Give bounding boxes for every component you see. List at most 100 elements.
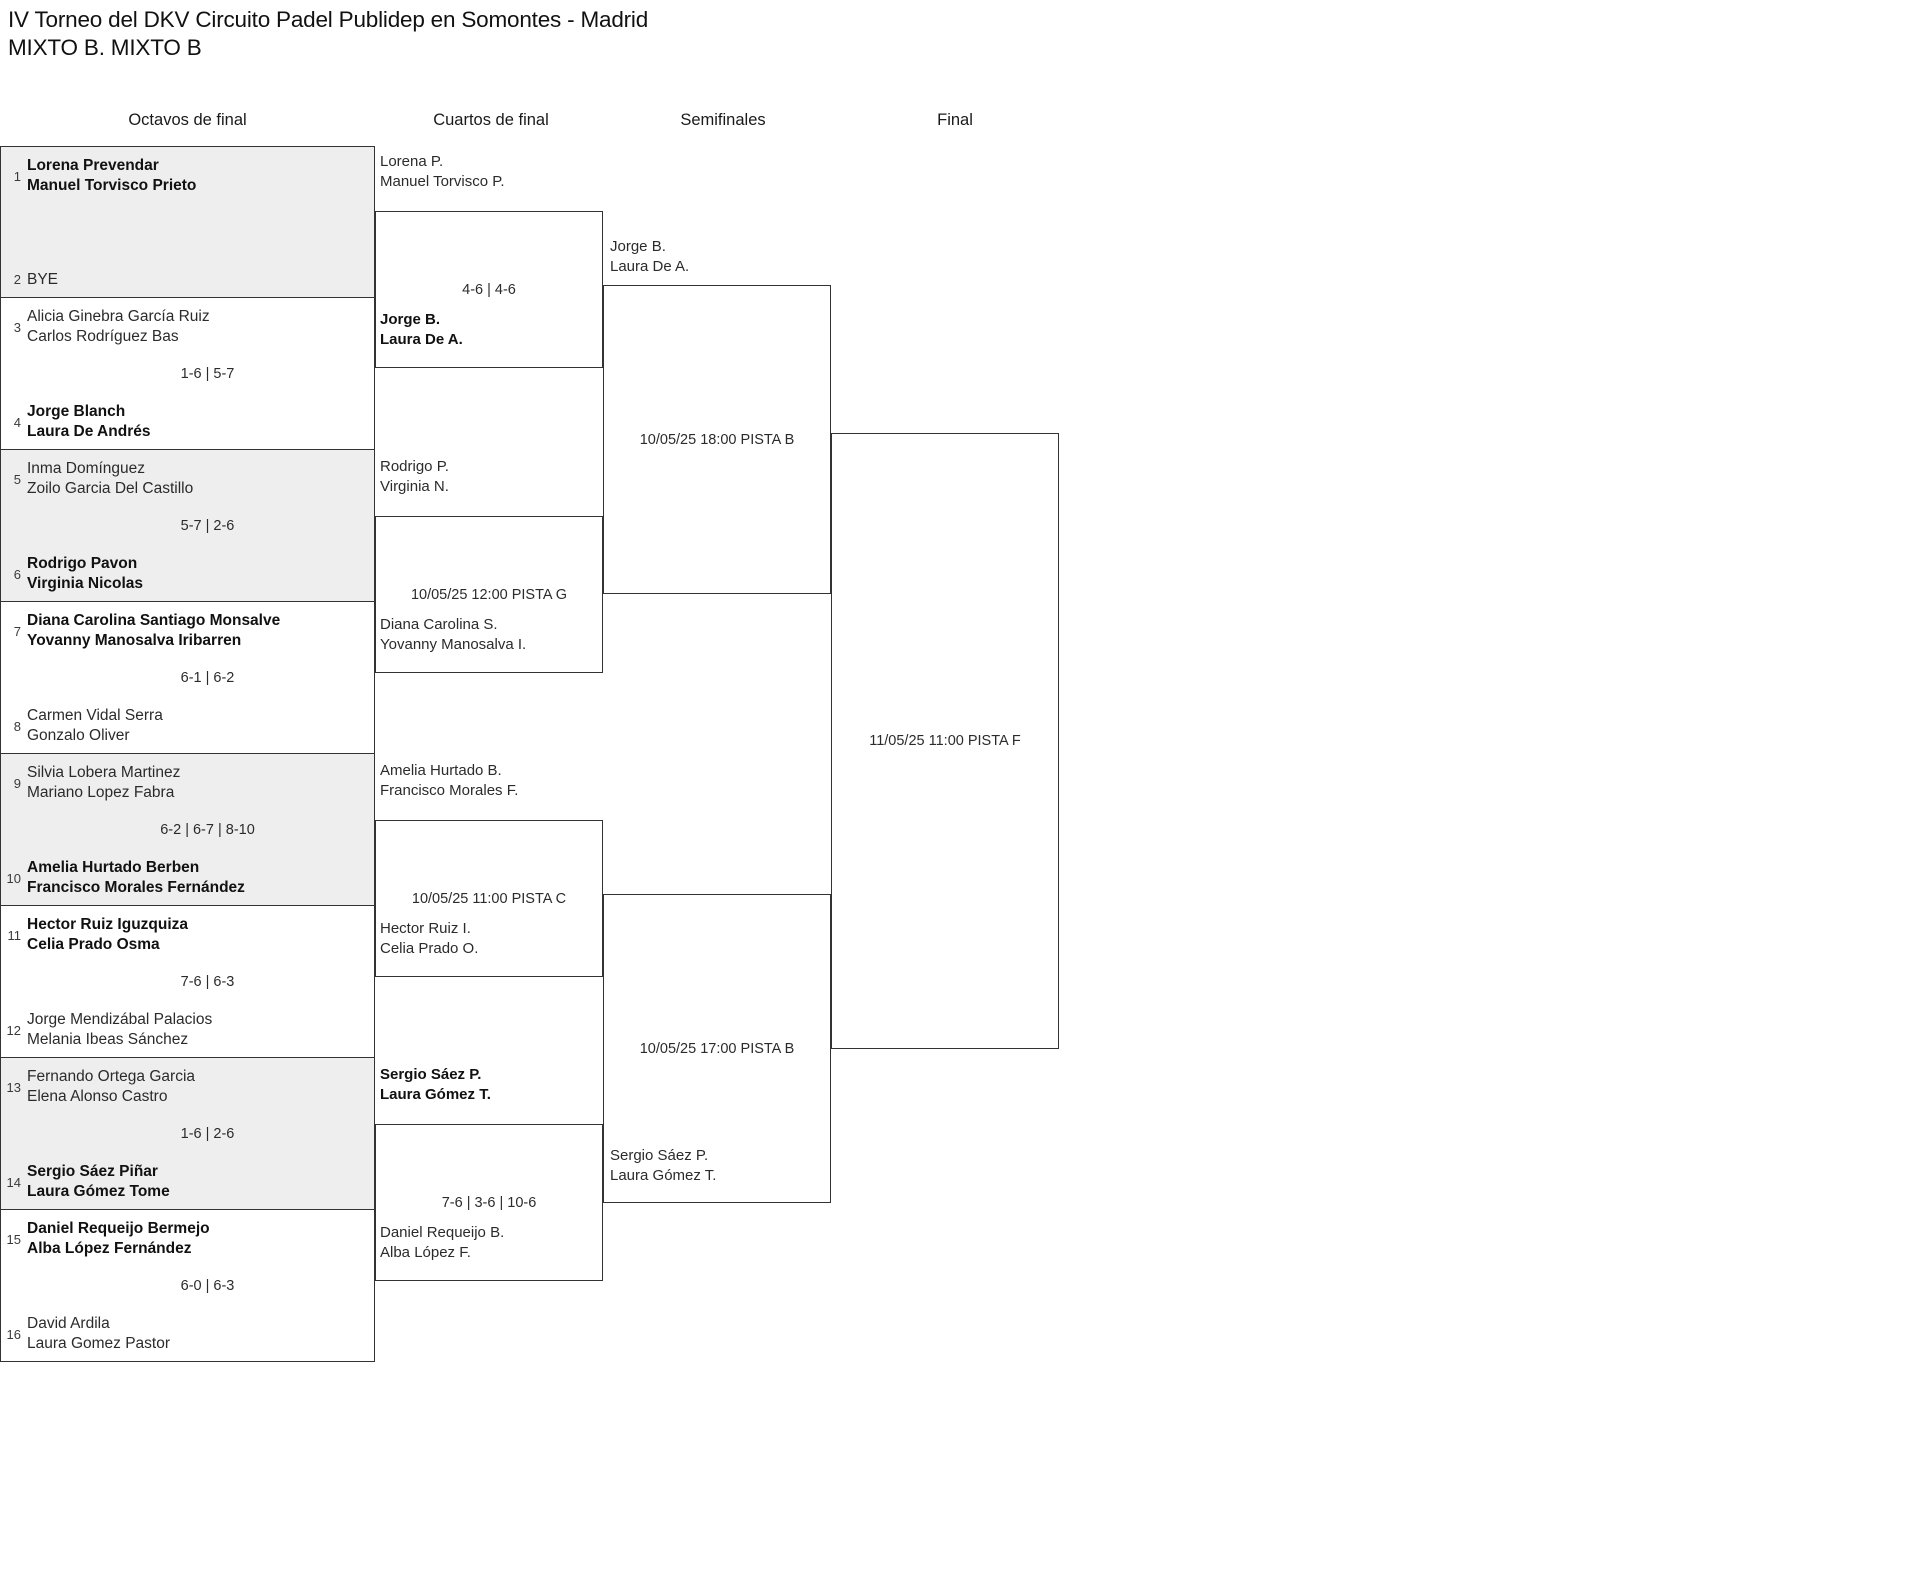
- player-2: Virginia Nicolas: [27, 574, 144, 592]
- seed-number: 16: [6, 1327, 21, 1342]
- round1-slot-bottom[interactable]: 2 BYE: [1, 270, 374, 290]
- round1-slot-bottom[interactable]: 10 Amelia Hurtado Berben Francisco Moral…: [1, 858, 374, 897]
- qf-team-label: Sergio Sáez P. Laura Gómez T.: [377, 1065, 491, 1104]
- round1-match[interactable]: 1 Lorena Prevendar Manuel Torvisco Priet…: [0, 146, 375, 298]
- seed-number: 3: [13, 320, 21, 335]
- seed-number: 1: [13, 169, 21, 184]
- match-info: 10/05/25 17:00 PISTA B: [639, 1040, 795, 1057]
- round1-slot-top[interactable]: 11 Hector Ruiz Iguzquiza Celia Prado Osm…: [1, 915, 374, 954]
- tournament-title: IV Torneo del DKV Circuito Padel Publide…: [8, 6, 1208, 62]
- round1-match[interactable]: 11 Hector Ruiz Iguzquiza Celia Prado Osm…: [0, 906, 375, 1058]
- team-names: Alicia Ginebra García Ruiz Carlos Rodríg…: [27, 307, 210, 346]
- player-1: Alicia Ginebra García Ruiz: [27, 308, 210, 325]
- team-names: Diana Carolina Santiago Monsalve Yovanny…: [27, 611, 280, 650]
- player-2: Celia Prado Osma: [27, 935, 160, 953]
- player-2: Mariano Lopez Fabra: [27, 783, 175, 801]
- player-1: Jorge Blanch: [27, 403, 126, 420]
- player-2: Laura De A.: [380, 330, 463, 348]
- round1-slot-top[interactable]: 7 Diana Carolina Santiago Monsalve Yovan…: [1, 611, 374, 650]
- player-2: Laura De Andrés: [27, 422, 151, 440]
- final-match-box[interactable]: 11/05/25 11:00 PISTA F: [831, 433, 1059, 1049]
- round1-match[interactable]: 7 Diana Carolina Santiago Monsalve Yovan…: [0, 602, 375, 754]
- round1-slot-bottom[interactable]: 12 Jorge Mendizábal Palacios Melania Ibe…: [1, 1010, 374, 1049]
- tournament-title-line-2: MIXTO B. MIXTO B: [8, 35, 202, 60]
- round-header-semifinales: Semifinales: [680, 111, 766, 129]
- round1-slot-bottom[interactable]: 16 David Ardila Laura Gomez Pastor: [1, 1314, 374, 1353]
- player-2: Virginia N.: [380, 477, 449, 495]
- round1-match[interactable]: 15 Daniel Requeijo Bermejo Alba López Fe…: [0, 1210, 375, 1362]
- player-1: Fernando Ortega Garcia: [27, 1068, 196, 1085]
- seed-number: 6: [13, 567, 21, 582]
- round1-slot-top[interactable]: 15 Daniel Requeijo Bermejo Alba López Fe…: [1, 1219, 374, 1258]
- player-1: Diana Carolina Santiago Monsalve: [27, 612, 281, 629]
- team-names: Carmen Vidal Serra Gonzalo Oliver: [27, 706, 163, 745]
- player-2: Laura Gómez T.: [380, 1085, 491, 1103]
- seed-number: 10: [6, 871, 21, 886]
- quarterfinal-match-box[interactable]: 7-6 | 3-6 | 10-6: [375, 1124, 603, 1281]
- player-2: Laura Gómez T.: [610, 1166, 717, 1184]
- quarterfinal-match-box[interactable]: 4-6 | 4-6: [375, 211, 603, 368]
- team-names: Jorge Blanch Laura De Andrés: [27, 402, 150, 441]
- seed-number: 2: [13, 271, 21, 287]
- round1-match[interactable]: 3 Alicia Ginebra García Ruiz Carlos Rodr…: [0, 298, 375, 450]
- tournament-title-line-1: IV Torneo del DKV Circuito Padel Publide…: [8, 7, 649, 32]
- match-info: 7-6 | 3-6 | 10-6: [441, 1194, 537, 1211]
- round1-slot-top[interactable]: 1 Lorena Prevendar Manuel Torvisco Priet…: [1, 156, 374, 195]
- player-1: Daniel Requeijo B.: [380, 1224, 505, 1241]
- qf-team-label: Jorge B. Laura De A.: [377, 310, 463, 349]
- semifinal-match-box[interactable]: 10/05/25 17:00 PISTA B: [603, 894, 831, 1203]
- qf-team-label: Daniel Requeijo B. Alba López F.: [377, 1223, 504, 1262]
- semifinal-match-box[interactable]: 10/05/25 18:00 PISTA B: [603, 285, 831, 594]
- team-names: Fernando Ortega Garcia Elena Alonso Cast…: [27, 1067, 195, 1106]
- sf-team-label: Jorge B. Laura De A.: [607, 237, 689, 276]
- qf-team-label: Lorena P. Manuel Torvisco P.: [377, 152, 505, 191]
- seed-number: 7: [13, 624, 21, 639]
- team-names: Sergio Sáez Piñar Laura Gómez Tome: [27, 1162, 170, 1201]
- player-2: Francisco Morales Fernández: [27, 878, 245, 896]
- team-names: Inma Domínguez Zoilo Garcia Del Castillo: [27, 459, 193, 498]
- match-info: 4-6 | 4-6: [462, 281, 516, 298]
- match-info: 10/05/25 12:00 PISTA G: [410, 586, 568, 603]
- player-2: Melania Ibeas Sánchez: [27, 1030, 189, 1048]
- round1-slot-bottom[interactable]: 4 Jorge Blanch Laura De Andrés: [1, 402, 374, 441]
- player-2: Yovanny Manosalva I.: [380, 635, 527, 653]
- seed-number: 12: [6, 1023, 21, 1038]
- qf-team-label: Amelia Hurtado B. Francisco Morales F.: [377, 761, 518, 800]
- player-1: Carmen Vidal Serra: [27, 707, 163, 724]
- player-1: Jorge Mendizábal Palacios: [27, 1011, 213, 1028]
- match-info: 10/05/25 11:00 PISTA C: [411, 890, 567, 907]
- qf-team-label: Rodrigo P. Virginia N.: [377, 457, 449, 496]
- player-2: Alba López F.: [380, 1243, 471, 1261]
- round-header-octavos: Octavos de final: [128, 111, 247, 129]
- match-score: 6-2 | 6-7 | 8-10: [160, 821, 255, 838]
- round1-slot-bottom[interactable]: 6 Rodrigo Pavon Virginia Nicolas: [1, 554, 374, 593]
- player-2: Manuel Torvisco Prieto: [27, 176, 197, 194]
- player-1: Diana Carolina S.: [380, 616, 498, 633]
- match-score: 1-6 | 2-6: [180, 1125, 235, 1142]
- round1-slot-top[interactable]: 5 Inma Domínguez Zoilo Garcia Del Castil…: [1, 459, 374, 498]
- player-1: Jorge B.: [610, 238, 666, 255]
- quarterfinal-match-box[interactable]: 10/05/25 11:00 PISTA C: [375, 820, 603, 977]
- player-1: Hector Ruiz I.: [380, 920, 471, 937]
- player-2: Zoilo Garcia Del Castillo: [27, 479, 194, 497]
- player-1: Jorge B.: [380, 311, 441, 328]
- round1-slot-bottom[interactable]: 8 Carmen Vidal Serra Gonzalo Oliver: [1, 706, 374, 745]
- player-1: Lorena Prevendar: [27, 157, 159, 174]
- round1-match[interactable]: 9 Silvia Lobera Martinez Mariano Lopez F…: [0, 754, 375, 906]
- team-names: Daniel Requeijo Bermejo Alba López Ferná…: [27, 1219, 210, 1258]
- match-score: 6-0 | 6-3: [180, 1277, 235, 1294]
- round-of-16-column: 1 Lorena Prevendar Manuel Torvisco Priet…: [0, 146, 375, 1362]
- player-1: Sergio Sáez P.: [610, 1147, 709, 1164]
- round1-match[interactable]: 13 Fernando Ortega Garcia Elena Alonso C…: [0, 1058, 375, 1210]
- team-names: Amelia Hurtado Berben Francisco Morales …: [27, 858, 245, 897]
- match-score: 1-6 | 5-7: [180, 365, 235, 382]
- round1-slot-top[interactable]: 3 Alicia Ginebra García Ruiz Carlos Rodr…: [1, 307, 374, 346]
- team-names: Rodrigo Pavon Virginia Nicolas: [27, 554, 143, 593]
- round1-slot-top[interactable]: 9 Silvia Lobera Martinez Mariano Lopez F…: [1, 763, 374, 802]
- round1-slot-bottom[interactable]: 14 Sergio Sáez Piñar Laura Gómez Tome: [1, 1162, 374, 1201]
- round1-slot-top[interactable]: 13 Fernando Ortega Garcia Elena Alonso C…: [1, 1067, 374, 1106]
- round1-match[interactable]: 5 Inma Domínguez Zoilo Garcia Del Castil…: [0, 450, 375, 602]
- player-2: Celia Prado O.: [380, 939, 479, 957]
- quarterfinal-match-box[interactable]: 10/05/25 12:00 PISTA G: [375, 516, 603, 673]
